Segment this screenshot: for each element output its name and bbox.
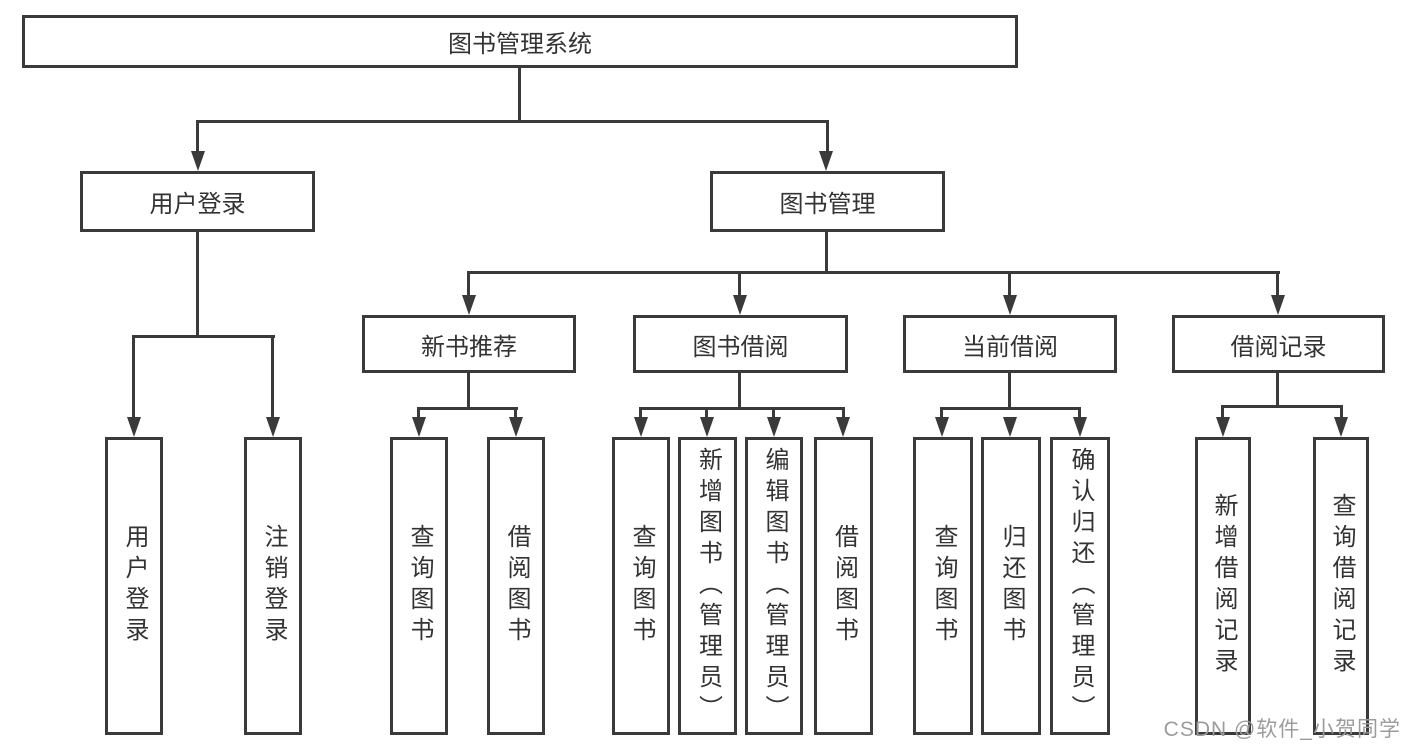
connector-line [639,407,642,419]
leaf-borrow-book-2: 借阅图书 [814,437,873,735]
leaf-query-book-3: 查询图书 [913,437,973,735]
node-book-management: 图书管理 [710,171,945,232]
node-current-borrow: 当前借阅 [903,315,1117,373]
arrowhead-icon [836,417,850,437]
arrowhead-icon [1271,295,1285,315]
arrowhead-icon [127,417,141,437]
arrowhead-icon [191,151,205,171]
connector-line [196,232,199,336]
connector-line [1276,373,1279,407]
connector-line [271,335,274,419]
connector-line [1078,407,1081,419]
arrowhead-icon [1003,295,1017,315]
leaf-edit-book-admin-label: 编辑图书（管理员） [761,446,788,726]
leaf-add-borrow-record: 新增借阅记录 [1195,437,1251,735]
node-book-management-label: 图书管理 [779,191,876,218]
connector-line [196,120,199,153]
arrowhead-icon [1073,417,1087,437]
node-new-book-recommend: 新书推荐 [362,315,576,373]
connector-line [1008,373,1011,409]
arrowhead-icon [1216,417,1230,437]
connector-line [132,335,135,419]
node-root: 图书管理系统 [22,15,1018,68]
leaf-borrow-book-2-label: 借阅图书 [830,524,858,648]
leaf-borrow-book-1: 借阅图书 [487,437,545,735]
leaf-query-book-2-label: 查询图书 [628,524,655,648]
connector-line [467,271,1280,274]
arrowhead-icon [935,417,949,437]
connector-line [940,407,943,419]
leaf-add-borrow-record-label: 新增借阅记录 [1210,493,1237,679]
arrowhead-icon [266,417,280,437]
connector-line [518,67,521,121]
connector-line [132,335,275,338]
connector-line [1221,405,1343,408]
node-borrow-record-label: 借阅记录 [1230,333,1327,361]
connector-line [417,407,518,410]
leaf-query-book-2: 查询图书 [612,437,670,735]
leaf-user-login-label: 用户登录 [121,524,148,648]
connector-line [467,271,470,298]
arrowhead-icon [700,417,714,437]
node-book-borrow: 图书借阅 [633,315,848,373]
arrowhead-icon [634,417,648,437]
leaf-return-book: 归还图书 [981,437,1041,735]
node-user-login-label: 用户登录 [149,191,246,218]
arrowhead-icon [733,295,747,315]
connector-line [772,407,775,419]
connector-line [639,407,845,410]
connector-line [1008,271,1011,298]
connector-line [1340,405,1343,419]
leaf-query-borrow-record: 查询借阅记录 [1313,437,1369,735]
leaf-borrow-book-1-label: 借阅图书 [503,524,530,648]
node-book-borrow-label: 图书借阅 [692,333,789,361]
node-user-login: 用户登录 [80,171,315,232]
leaf-query-borrow-record-label: 查询借阅记录 [1328,493,1355,679]
connector-line [738,373,741,409]
leaf-user-login: 用户登录 [105,437,163,735]
node-new-book-recommend-label: 新书推荐 [421,333,517,361]
connector-line [738,271,741,298]
connector-line [514,407,517,419]
leaf-query-book-3-label: 查询图书 [930,524,957,648]
connector-line [196,120,829,123]
csdn-watermark: CSDN @软件_小贺同学 [1163,718,1401,741]
leaf-confirm-return-admin-label: 确认归还（管理员） [1067,446,1094,726]
leaf-confirm-return-admin: 确认归还（管理员） [1050,437,1110,735]
arrowhead-icon [462,295,476,315]
connector-line [826,120,829,153]
leaf-logout-label: 注销登录 [260,524,287,648]
connector-line [842,407,845,419]
connector-line [1276,271,1279,298]
node-borrow-record: 借阅记录 [1172,315,1385,373]
connector-line [825,232,828,273]
leaf-logout: 注销登录 [244,437,302,735]
arrowhead-icon [412,417,426,437]
node-current-borrow-label: 当前借阅 [962,333,1058,361]
leaf-return-book-label: 归还图书 [998,524,1025,648]
connector-line [705,407,708,419]
arrowhead-icon [819,151,833,171]
arrowhead-icon [509,417,523,437]
leaf-query-book-1-label: 查询图书 [406,524,433,648]
leaf-query-book-1: 查询图书 [390,437,448,735]
node-root-label: 图书管理系统 [448,31,592,58]
connector-line [467,373,470,409]
leaf-add-book-admin: 新增图书（管理员） [678,437,737,735]
arrowhead-icon [767,417,781,437]
leaf-add-book-admin-label: 新增图书（管理员） [694,446,722,726]
arrowhead-icon [1334,417,1348,437]
connector-line [940,407,1081,410]
connector-line [1221,405,1224,419]
arrowhead-icon [1003,417,1017,437]
leaf-edit-book-admin: 编辑图书（管理员） [745,437,803,735]
connector-line [417,407,420,419]
